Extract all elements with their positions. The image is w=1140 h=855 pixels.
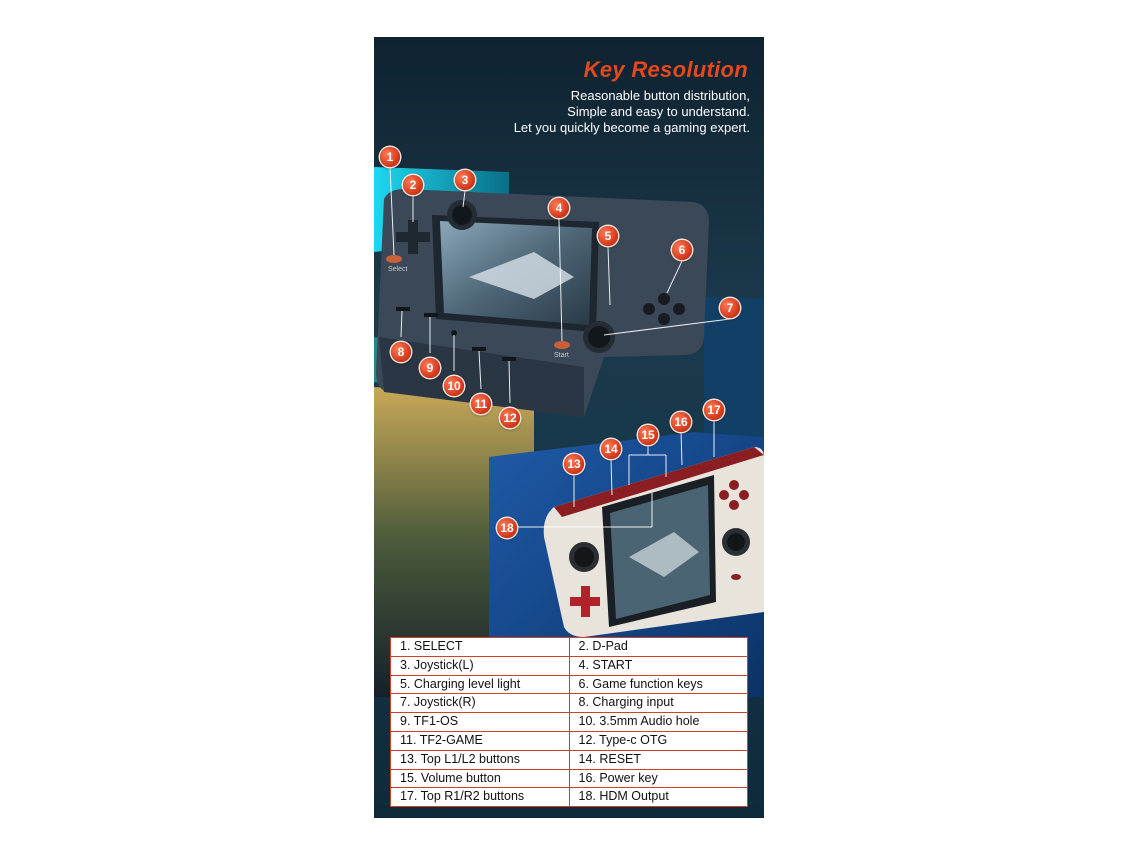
table-cell: 10. 3.5mm Audio hole [578, 714, 700, 729]
subtitle-line-1: Reasonable button distribution, [570, 88, 750, 103]
callout-badge: 17 [704, 400, 724, 420]
table-cell: 5. Charging level light [391, 675, 570, 694]
callout-badge: 10 [444, 376, 464, 396]
callout-badge: 7 [720, 298, 740, 318]
callout-badge: 11 [471, 394, 491, 414]
table-cell: 9. TF1-OS [391, 713, 570, 731]
table-row: 11. TF2-GAME 12. Type-c OTG [391, 731, 747, 751]
callout-badge: 5 [598, 226, 618, 246]
callout-badge: 8 [391, 342, 411, 362]
table-cell: 13. Top L1/L2 buttons [391, 750, 570, 769]
select-print: Select [388, 266, 408, 273]
table-cell: 11. TF2-GAME [391, 731, 570, 750]
table-cell: 15. Volume button [391, 769, 570, 788]
table-cell: 18. HDM Output [578, 789, 669, 804]
product-poster: Select Start Key Resolution Reasonable b… [374, 37, 764, 818]
device-illustration: Select Start [374, 166, 764, 697]
callout-badge: 12 [500, 408, 520, 428]
table-cell: 3. Joystick(L) [391, 656, 570, 675]
table-cell: 8. Charging input [578, 695, 674, 710]
table-cell: 17. Top R1/R2 buttons [391, 788, 570, 808]
callout-badge: 16 [671, 412, 691, 432]
table-cell: 6. Game function keys [578, 676, 703, 691]
table-cell: 14. RESET [578, 751, 642, 766]
table-row: 17. Top R1/R2 buttons 18. HDM Output [391, 788, 747, 808]
callout-badge: 9 [420, 358, 440, 378]
callout-badge: 4 [549, 198, 569, 218]
callout-badge: 2 [403, 175, 423, 195]
table-cell: 4. START [578, 657, 633, 672]
table-row: 1. SELECT 2. D-Pad [391, 638, 747, 657]
page-title: Key Resolution [583, 57, 748, 82]
leader-lines [389, 166, 731, 528]
table-cell: 7. Joystick(R) [391, 694, 570, 713]
table-cell: 12. Type-c OTG [578, 732, 668, 747]
table-row: 3. Joystick(L) 4. START [391, 656, 747, 676]
callout-badge: 3 [455, 170, 475, 190]
callout-badge: 13 [564, 454, 584, 474]
table-row: 7. Joystick(R) 8. Charging input [391, 694, 747, 714]
white-console [543, 447, 764, 637]
callout-badge: 18 [497, 518, 517, 538]
subtitle-line-2: Simple and easy to understand. [567, 104, 750, 119]
table-row: 9. TF1-OS 10. 3.5mm Audio hole [391, 713, 747, 732]
callout-badge: 15 [638, 425, 658, 445]
table-row: 15. Volume button 16. Power key [391, 769, 747, 789]
subtitle-line-3: Let you quickly become a gaming expert. [513, 120, 750, 135]
table-cell: 2. D-Pad [578, 639, 628, 653]
table-cell: 1. SELECT [391, 638, 570, 656]
key-table: 1. SELECT 2. D-Pad 3. Joystick(L) 4. STA… [390, 637, 748, 808]
callout-badge: 14 [601, 439, 621, 459]
callout-badge: 1 [380, 147, 400, 167]
dark-console [376, 189, 709, 417]
callout-badge: 6 [672, 240, 692, 260]
table-row: 13. Top L1/L2 buttons 14. RESET [391, 750, 747, 770]
table-cell: 16. Power key [578, 770, 658, 785]
table-row: 5. Charging level light 6. Game function… [391, 675, 747, 695]
start-print: Start [554, 352, 569, 359]
